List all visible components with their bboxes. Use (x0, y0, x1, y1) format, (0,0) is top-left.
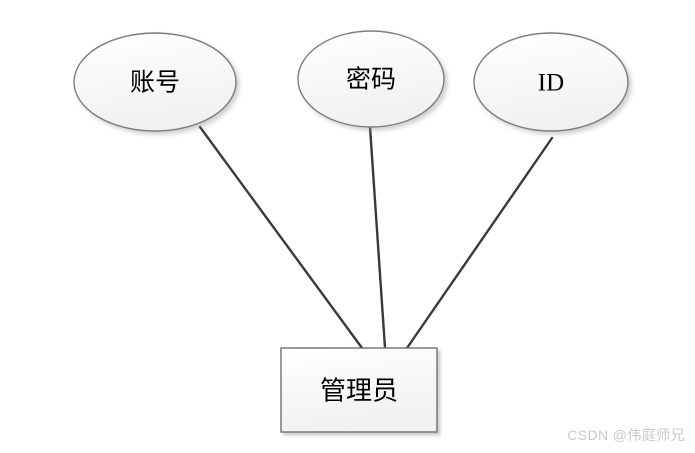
attribute-node-id[interactable]: ID (473, 32, 629, 132)
connector-account-to-admin (198, 125, 364, 350)
attribute-ellipse-account (73, 32, 237, 132)
csdn-watermark: CSDN @伟庭师兄 (567, 427, 685, 443)
entity-rect-admin (280, 347, 438, 433)
attribute-label-password: 密码 (346, 66, 396, 94)
entity-label-admin: 管理员 (320, 377, 398, 406)
attribute-ellipse-password (297, 30, 445, 128)
attribute-node-account[interactable]: 账号 (73, 32, 237, 132)
connector-id-to-admin (405, 136, 554, 350)
entity-node-admin[interactable]: 管理员 (280, 347, 438, 433)
connector-group (198, 125, 554, 350)
attribute-node-password[interactable]: 密码 (297, 30, 445, 128)
attribute-label-account: 账号 (130, 70, 180, 97)
connector-password-to-admin (368, 125, 387, 350)
attribute-label-id: ID (538, 70, 564, 97)
attribute-ellipse-id (473, 32, 629, 132)
